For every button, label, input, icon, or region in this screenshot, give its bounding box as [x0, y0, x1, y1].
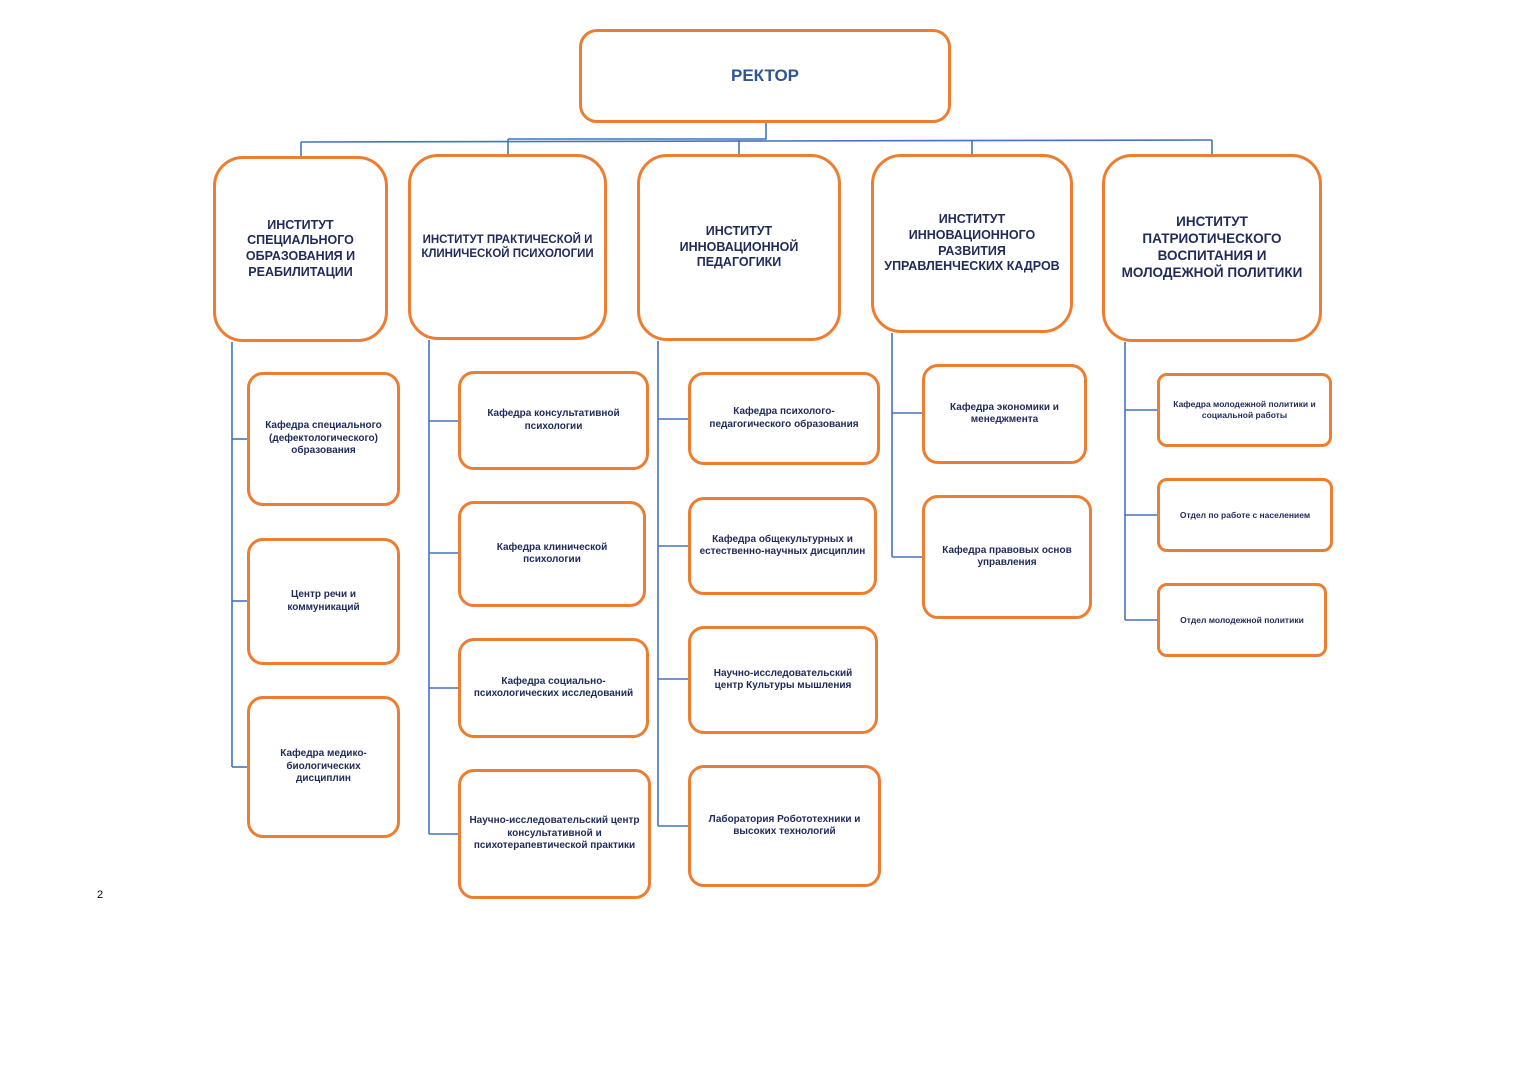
unit-box: Кафедра консультативной психологии — [458, 371, 649, 470]
page-number: 2 — [97, 889, 104, 901]
unit-label: Кафедра психолого-педагогического образо… — [709, 406, 859, 430]
unit-label: Кафедра медико-биологических дисциплин — [280, 748, 367, 785]
unit-box: Научно-исследовательский центр консульта… — [458, 769, 651, 899]
unit-box: Кафедра специального (дефектологического… — [247, 372, 400, 506]
institute-label: ИНСТИТУТ СПЕЦИАЛЬНОГО ОБРАЗОВАНИЯ И РЕАБ… — [245, 217, 356, 279]
unit-label: Кафедра экономики и менеджмента — [950, 401, 1059, 426]
institute-3-box: ИНСТИТУТ ИННОВАЦИОННОЙ ПЕДАГОГИКИ — [637, 154, 841, 341]
unit-box: Кафедра молодежной политики и социальной… — [1157, 373, 1332, 447]
unit-label: Отдел по работе с населением — [1179, 509, 1311, 520]
unit-label: Кафедра клинической психологии — [496, 541, 608, 566]
unit-box: Кафедра клинической психологии — [458, 501, 646, 607]
unit-box: Центр речи и коммуникаций — [247, 538, 400, 665]
institute-label: ИНСТИТУТ ПРАКТИЧЕСКОЙ И КЛИНИЧЕСКОЙ ПСИХ… — [421, 233, 594, 260]
rector-box: РЕКТОР — [579, 29, 951, 123]
unit-label: Лаборатория Робототехники и высоких техн… — [708, 813, 861, 838]
institute-label: ИНСТИТУТ ИННОВАЦИОННОГО РАЗВИТИЯ УПРАВЛЕ… — [884, 212, 1060, 274]
unit-label: Кафедра социально-психологических исслед… — [473, 675, 634, 700]
unit-box: Отдел по работе с населением — [1157, 478, 1333, 552]
unit-box: Кафедра общекультурных и естественно-нау… — [688, 497, 877, 595]
institute-label: ИНСТИТУТ ИННОВАЦИОННОЙ ПЕДАГОГИКИ — [679, 224, 799, 270]
unit-label: Кафедра консультативной психологии — [487, 408, 620, 432]
unit-label: Научно-исследовательский центр Культуры … — [713, 667, 853, 692]
unit-label: Кафедра правовых основ управления — [942, 544, 1072, 569]
unit-box: Кафедра психолого-педагогического образо… — [688, 372, 880, 465]
rector-label: РЕКТОР — [731, 66, 799, 86]
institute-label: ИНСТИТУТ ПАТРИОТИЧЕСКОГО ВОСПИТАНИЯ И МО… — [1121, 214, 1303, 280]
unit-box: Лаборатория Робототехники и высоких техн… — [688, 765, 881, 887]
unit-box: Кафедра социально-психологических исслед… — [458, 638, 649, 738]
institute-5-box: ИНСТИТУТ ПАТРИОТИЧЕСКОГО ВОСПИТАНИЯ И МО… — [1102, 154, 1322, 342]
unit-label: Кафедра специального (дефектологического… — [265, 420, 382, 457]
institute-4-box: ИНСТИТУТ ИННОВАЦИОННОГО РАЗВИТИЯ УПРАВЛЕ… — [871, 154, 1073, 333]
institute-1-box: ИНСТИТУТ СПЕЦИАЛЬНОГО ОБРАЗОВАНИЯ И РЕАБ… — [213, 156, 388, 342]
connector-bus — [300, 139, 1213, 143]
unit-label: Кафедра общекультурных и естественно-нау… — [699, 533, 866, 558]
institute-2-box: ИНСТИТУТ ПРАКТИЧЕСКОЙ И КЛИНИЧЕСКОЙ ПСИХ… — [408, 154, 607, 340]
unit-box: Кафедра медико-биологических дисциплин — [247, 696, 400, 838]
unit-box: Отдел молодежной политики — [1157, 583, 1327, 657]
unit-label: Научно-исследовательский центр консульта… — [469, 815, 640, 852]
unit-box: Научно-исследовательский центр Культуры … — [688, 626, 878, 734]
unit-box: Кафедра правовых основ управления — [922, 495, 1092, 619]
connector-rector — [508, 123, 767, 140]
unit-label: Центр речи и коммуникаций — [287, 589, 360, 613]
unit-label: Кафедра молодежной политики и социальной… — [1173, 399, 1316, 420]
unit-label: Отдел молодежной политики — [1180, 614, 1304, 625]
unit-box: Кафедра экономики и менеджмента — [922, 364, 1087, 464]
